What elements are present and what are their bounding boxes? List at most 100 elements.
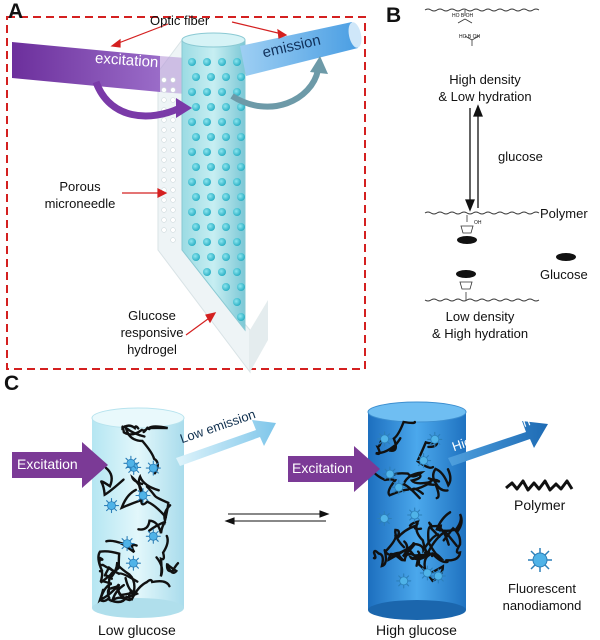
nanodiamond-line2: nanodiamond <box>502 598 582 613</box>
pore-hole <box>161 167 167 173</box>
chem-b-2: B <box>467 34 472 40</box>
pore-hole <box>170 217 176 223</box>
hydrogel-dot <box>207 103 215 111</box>
hydrogel-dot <box>237 253 245 261</box>
hydrogel-dot <box>203 148 211 156</box>
hydrogel-dots <box>188 58 245 321</box>
hydrogel-label-line3: hydrogel <box>127 342 177 357</box>
hydrogel-dot <box>207 73 215 81</box>
hydrogel-dot <box>207 193 215 201</box>
pore-hole <box>170 77 176 83</box>
polymer-label-b: Polymer <box>540 206 588 221</box>
panel-a-frame <box>6 16 366 370</box>
pore-hole <box>161 157 167 163</box>
hydrogel-dot <box>188 208 196 216</box>
pore-hole <box>170 127 176 133</box>
chem-ho-2: HO <box>459 34 467 40</box>
hydrogel-dot <box>192 223 200 231</box>
pore-hole <box>170 117 176 123</box>
hydrogel-dot <box>218 118 226 126</box>
glucose-legend-label: Glucose <box>540 267 588 282</box>
panel-c-letter: C <box>4 372 20 395</box>
hydrogel-dot <box>203 238 211 246</box>
pore-hole <box>161 227 167 233</box>
pore-hole <box>161 127 167 133</box>
excitation-fiber <box>12 42 186 94</box>
hydrogel-dot <box>192 133 200 141</box>
hydrogel-dot <box>237 223 245 231</box>
hydrogel-dot <box>233 178 241 186</box>
hydrogel-dot <box>222 193 230 201</box>
hydrogel-dot <box>203 118 211 126</box>
hydrogel-dot <box>222 73 230 81</box>
high-glucose-label: High glucose <box>376 622 457 638</box>
pore-hole <box>161 137 167 143</box>
pore-hole <box>161 87 167 93</box>
panel-a-letter: A <box>8 0 24 23</box>
high-density-line2: & Low hydration <box>438 89 532 104</box>
pore-hole <box>170 177 176 183</box>
chem-top-1: HO B OH <box>452 13 473 19</box>
chem-top-2: HO B OH <box>459 34 480 40</box>
hydrogel-dot <box>222 223 230 231</box>
pore-hole <box>170 187 176 193</box>
hydrogel-dot <box>233 58 241 66</box>
high-density-label: High density & Low hydration <box>420 71 550 105</box>
hydrogel-dot <box>188 88 196 96</box>
hydrogel-dot <box>233 118 241 126</box>
hydrogel-dot <box>192 73 200 81</box>
hydrogel-dot <box>203 88 211 96</box>
hydrogel-dot <box>218 58 226 66</box>
nanodiamond-line1: Fluorescent <box>508 581 576 596</box>
pore-hole <box>161 217 167 223</box>
hydrogel-dot <box>237 163 245 171</box>
hydrogel-dot <box>203 208 211 216</box>
pore-hole <box>161 77 167 83</box>
pore-hole <box>161 117 167 123</box>
low-density-line2: & High hydration <box>431 326 529 341</box>
hydrogel-label-line2: responsive <box>120 325 184 340</box>
hydrogel-dot <box>237 133 245 141</box>
excitation-left-label: Excitation <box>17 456 78 472</box>
chem-oh-2: OH <box>472 34 481 40</box>
hydrogel-label-line1: Glucose <box>128 308 176 323</box>
pore-hole <box>161 207 167 213</box>
hydrogel-dot <box>188 118 196 126</box>
polymer-legend-label: Polymer <box>514 497 566 513</box>
nanodiamond-legend-label: Fluorescent nanodiamond <box>500 580 584 614</box>
pore-hole <box>170 97 176 103</box>
pore-hole <box>170 87 176 93</box>
hydrogel-dot <box>192 253 200 261</box>
excitation-right-label: Excitation <box>292 460 353 476</box>
hydrogel-dot <box>237 313 245 321</box>
low-density-line1: Low density <box>445 309 515 324</box>
pore-hole <box>170 137 176 143</box>
hydrogel-dot <box>188 178 196 186</box>
chem-ho-1: HO <box>452 13 460 19</box>
emission-curved-arrow <box>230 69 321 110</box>
optic-fiber-label: Optic fiber <box>150 13 210 28</box>
hydrogel-dot <box>237 193 245 201</box>
hydrogel-dot <box>222 163 230 171</box>
hydrogel-dot <box>188 148 196 156</box>
glucose-arrow-label: glucose <box>498 149 543 164</box>
hydrogel-dot <box>237 73 245 81</box>
pore-hole <box>170 157 176 163</box>
porous-label-line2: microneedle <box>44 196 116 211</box>
chem-oh-1: OH <box>465 13 474 19</box>
pore-hole <box>161 97 167 103</box>
hydrogel-dot <box>218 178 226 186</box>
pore-hole <box>170 147 176 153</box>
hydrogel-dot <box>237 103 245 111</box>
pore-hole <box>161 177 167 183</box>
emission-fiber <box>240 22 362 76</box>
hydrogel-dot <box>222 103 230 111</box>
chem-oh-middle: OH <box>474 220 482 226</box>
low-glucose-label: Low glucose <box>98 622 176 638</box>
pore-hole <box>170 237 176 243</box>
hydrogel-dot <box>222 253 230 261</box>
hydrogel-label: Glucose responsive hydrogel <box>112 307 192 358</box>
pore-hole <box>170 227 176 233</box>
hydrogel-dot <box>218 148 226 156</box>
